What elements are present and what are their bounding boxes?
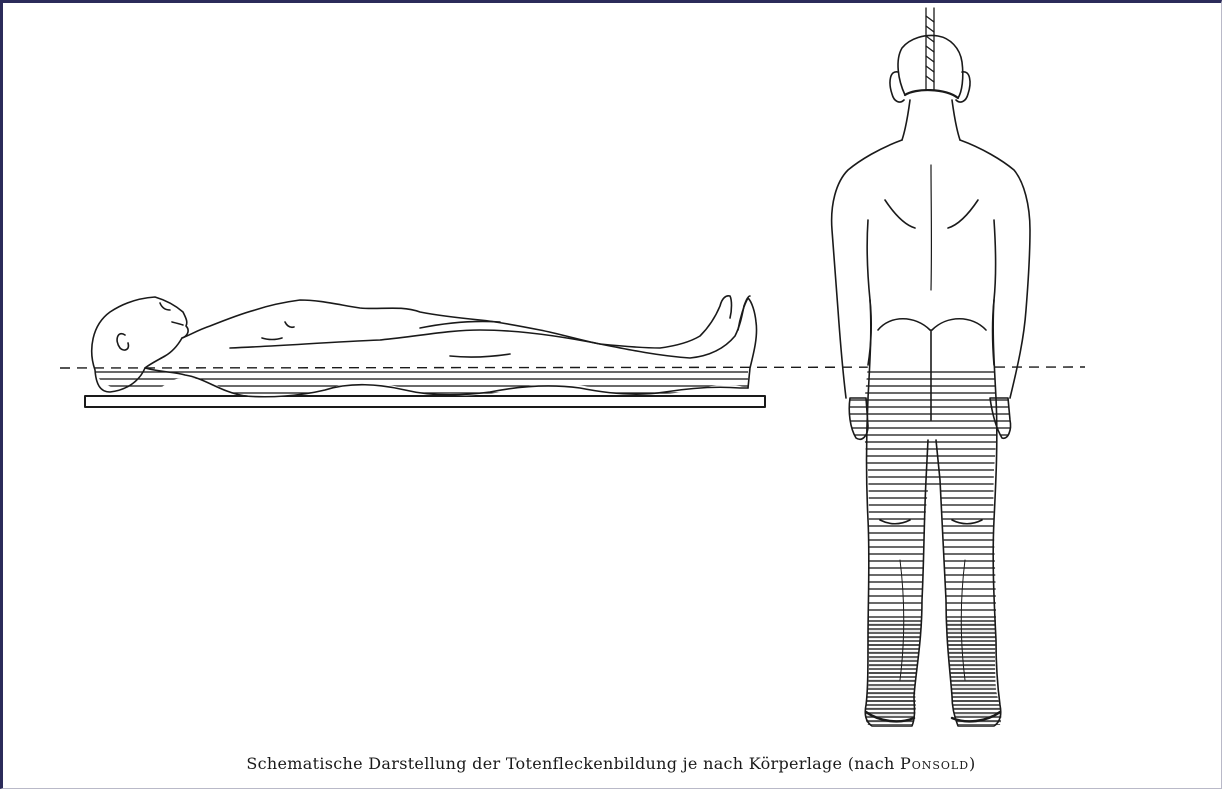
figure-caption: Schematische Darstellung der Totenflecke…: [0, 754, 1222, 773]
caption-closing: ): [969, 754, 976, 773]
board: [85, 396, 765, 407]
rope: [905, 8, 958, 98]
caption-text: Schematische Darstellung der Totenflecke…: [246, 754, 900, 773]
caption-author: Ponsold: [900, 754, 969, 773]
hanging-body-figure: [832, 8, 1030, 728]
supine-body-figure: [85, 296, 765, 407]
